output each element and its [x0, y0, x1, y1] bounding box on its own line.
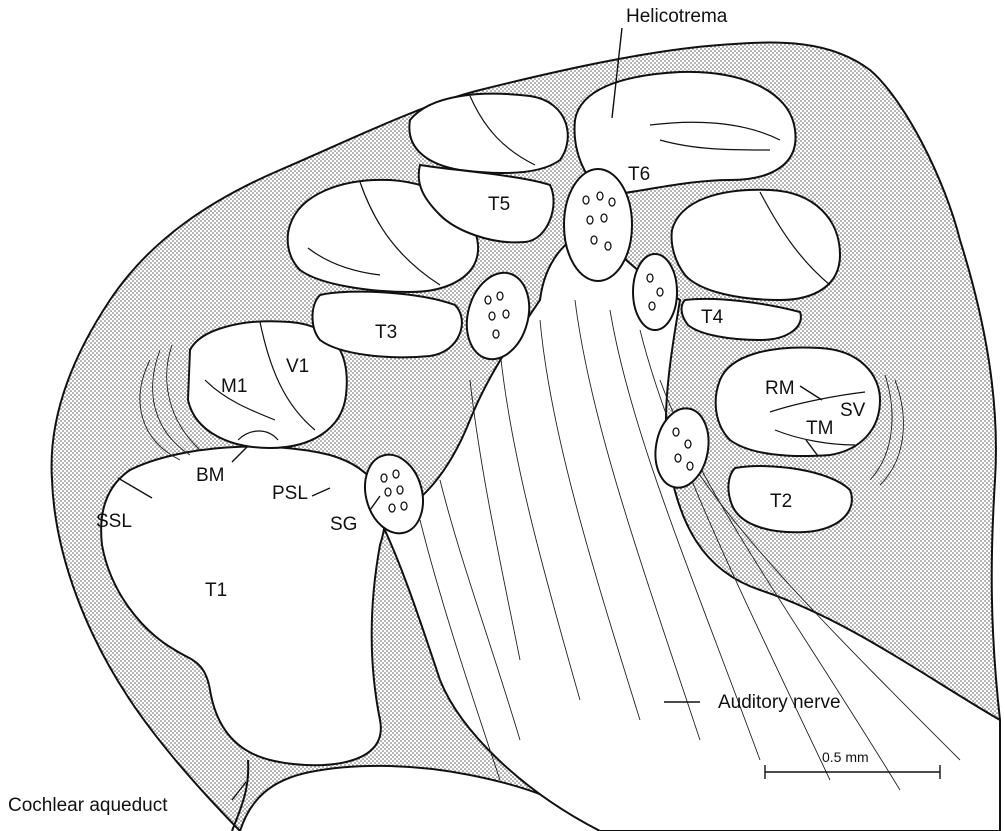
- label-v1: V1: [286, 356, 309, 377]
- label-ssl: SSL: [96, 511, 132, 532]
- label-t6: T6: [628, 164, 650, 185]
- label-auditory-nerve: Auditory nerve: [718, 692, 841, 713]
- label-psl: PSL: [272, 483, 308, 504]
- label-tm: TM: [806, 418, 833, 439]
- label-t4: T4: [701, 307, 724, 328]
- label-t5: T5: [488, 194, 510, 215]
- label-sg: SG: [330, 514, 357, 535]
- label-sv: SV: [840, 400, 866, 421]
- label-t2: T2: [770, 491, 792, 512]
- label-rm: RM: [765, 378, 795, 399]
- label-scale-bar: 0.5 mm: [822, 749, 869, 765]
- label-cochlear-aqueduct: Cochlear aqueduct: [8, 795, 168, 816]
- label-t3: T3: [375, 322, 397, 343]
- label-helicotrema: Helicotrema: [626, 6, 728, 27]
- label-bm: BM: [196, 465, 225, 486]
- label-m1: M1: [221, 376, 247, 397]
- label-t1: T1: [205, 580, 227, 601]
